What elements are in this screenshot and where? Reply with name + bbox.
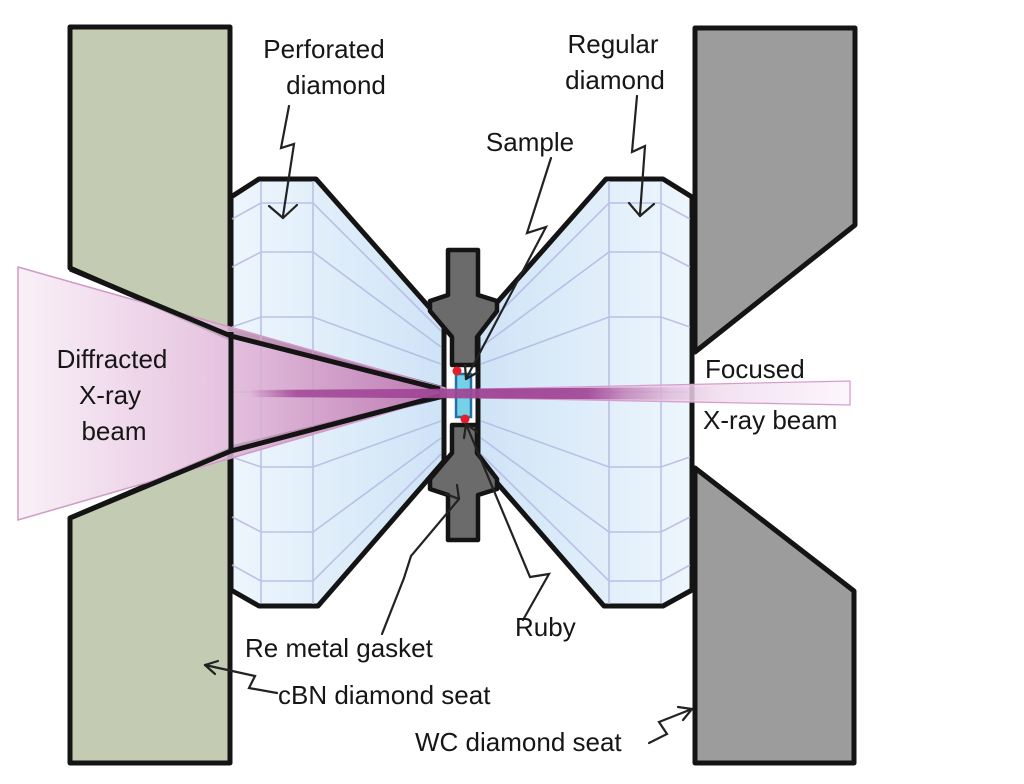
perforated-diamond-arrow — [279, 104, 296, 218]
label-sample: Sample — [486, 127, 574, 157]
facet-lines — [231, 181, 691, 604]
label-regular-diamond-line1: Regular — [567, 29, 658, 59]
cone-aperture-outline — [69, 266, 441, 521]
sample-arrow — [464, 156, 553, 381]
label-perforated-diamond-line2: diamond — [286, 70, 386, 100]
label-perforated-diamond-line1: Perforated — [263, 34, 384, 64]
wc-seat-lower — [692, 465, 857, 766]
ruby-arrow — [464, 422, 552, 622]
label-diffracted-line2: X-ray — [79, 380, 141, 410]
label-diffracted-line1: Diffracted — [57, 344, 168, 374]
re-gasket-arrow — [380, 497, 461, 636]
gasket-upper — [427, 247, 500, 368]
ruby-dot-lower — [460, 414, 470, 424]
ruby-dot-upper — [452, 366, 462, 376]
label-focused-line1: Focused — [705, 354, 805, 384]
label-wc-diamond-seat: WC diamond seat — [415, 727, 622, 757]
focused-beam-core — [250, 387, 718, 400]
labels: Perforated diamond Regular diamond Sampl… — [57, 29, 838, 757]
cbn-seat-arrow — [203, 663, 279, 695]
label-re-metal-gasket: Re metal gasket — [245, 633, 434, 663]
annotation-arrows — [203, 94, 694, 745]
label-focused-line2: X-ray beam — [703, 405, 837, 435]
label-diffracted-line3: beam — [81, 416, 146, 446]
regular-diamond-arrow — [630, 94, 647, 216]
label-regular-diamond-line2: diamond — [565, 65, 665, 95]
wc-seat-upper — [692, 25, 858, 355]
wc-seat-arrow — [647, 707, 694, 745]
label-cbn-diamond-seat: cBN diamond seat — [278, 680, 491, 710]
label-ruby: Ruby — [515, 612, 576, 642]
